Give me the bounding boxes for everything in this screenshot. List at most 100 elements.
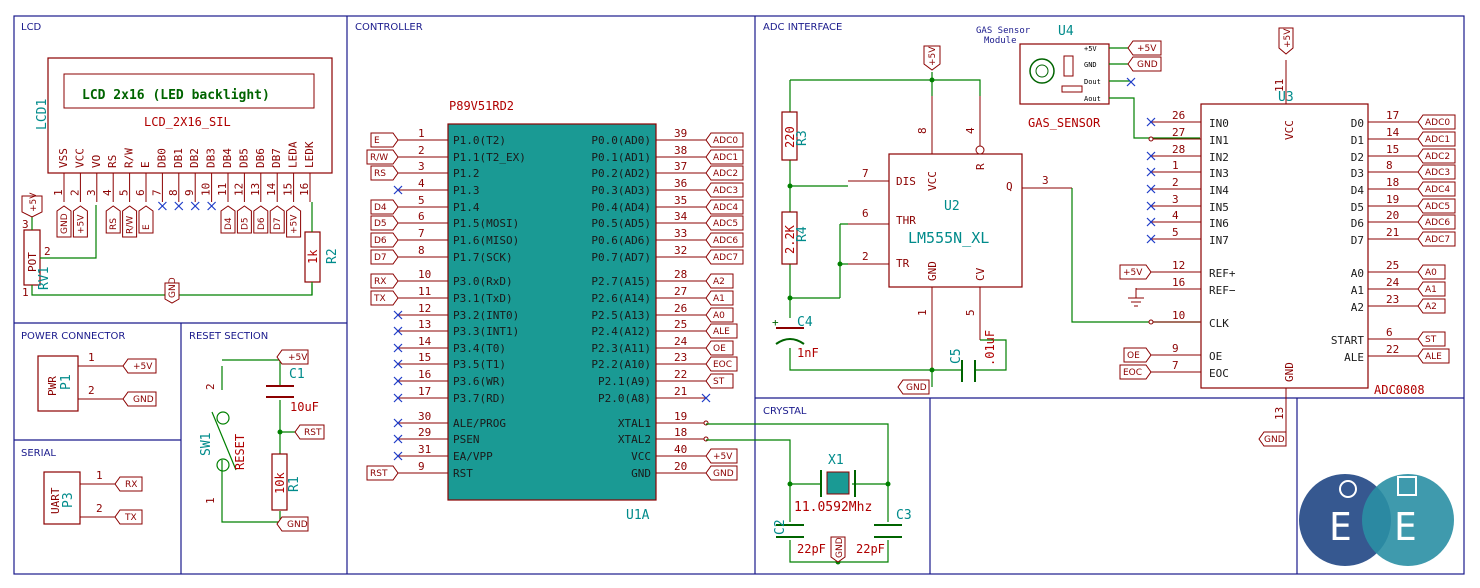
- mcu-pin-number: 2: [418, 144, 425, 157]
- adc-pin-name: REF+: [1209, 267, 1236, 280]
- adc-right-flag-label: A1: [1425, 285, 1437, 295]
- mcu-pin-name: ALE/PROG: [453, 417, 506, 430]
- mcu-left-flag-label: RST: [370, 469, 388, 479]
- adc-pin-number: 18: [1386, 176, 1399, 189]
- lcd-signal-flag-label: D7: [273, 217, 283, 230]
- mcu-right-flag-label: ADC0: [713, 136, 738, 146]
- adc-gnd-label: GND: [1283, 362, 1296, 382]
- mcu-pin-number: 5: [418, 194, 425, 207]
- lcd-signal-flag: [269, 205, 285, 234]
- mcu-pin-name: P0.7(AD7): [591, 251, 651, 264]
- adc-pin-junction: [1148, 136, 1154, 142]
- lcd-pin-number: 13: [249, 183, 262, 196]
- section-borders: [13, 15, 1465, 575]
- pot-pin-1: 1: [22, 286, 29, 299]
- mcu-left-flag-shape: [370, 249, 399, 265]
- sw1-pin-1: 1: [204, 497, 217, 504]
- mcu-pin-name: P0.6(AD6): [591, 234, 651, 247]
- adc-pin-number: 23: [1386, 293, 1399, 306]
- adc-pin-number: 16: [1172, 276, 1185, 289]
- lcd-pin-name: R/W: [123, 148, 136, 168]
- gas-pin-dout: Dout: [1084, 78, 1101, 86]
- mcu-pin-number: 19: [674, 410, 687, 423]
- u2-num-8: 8: [916, 127, 929, 134]
- lcd-pins: VSS1VCC2VO3RS4R/W5E6DB07DB18DB29DB310DB4…: [52, 141, 316, 211]
- lcd-screen-text: LCD 2x16 (LED backlight): [82, 88, 270, 103]
- mcu-pin-number: 1: [418, 127, 425, 140]
- adc-left-flag-label: OE: [1127, 351, 1140, 361]
- r3-value: 220: [783, 126, 797, 148]
- adc-right-flag-label: ADC0: [1425, 118, 1450, 128]
- reset-flag-rst: RST: [304, 428, 322, 438]
- mcu-right-flag-label: GND: [713, 469, 734, 479]
- lcd-signal-flag: [105, 205, 121, 234]
- no-connect-icon: [190, 201, 200, 211]
- mcu-value: P89V51RD2: [449, 99, 514, 113]
- logo-chip-icon: [1397, 476, 1417, 496]
- no-connect-icon: [393, 343, 403, 353]
- mcu-left-flag-label: E: [374, 136, 380, 146]
- timer-u2: U2 LM555N_XL DIS VCC R THR TR Q GND CV 7…: [772, 45, 1200, 395]
- lcd-pin-number: 1: [52, 189, 65, 196]
- mcu-pin-name: P0.1(AD1): [591, 151, 651, 164]
- mcu-right-flag-label: A1: [713, 294, 725, 304]
- u2-num-5: 5: [964, 309, 977, 316]
- sw1-label: RESET: [233, 434, 247, 470]
- c1-value: 10uF: [290, 400, 319, 414]
- p3-flag-tx: TX: [124, 513, 137, 523]
- logo-letter-right: E: [1394, 505, 1417, 549]
- lcd-pin-number: 16: [298, 183, 311, 196]
- mcu-pin-number: 35: [674, 194, 687, 207]
- mcu-right-flag-shape: [705, 356, 738, 372]
- no-connect-icon: [157, 201, 167, 211]
- adc-right-flag-shape: [1417, 348, 1450, 364]
- adc-pin-number: 4: [1172, 209, 1179, 222]
- power-connector-p1: PWR P1 1 2 +5V GND: [37, 351, 157, 412]
- mcu-pin-name: P2.2(A10): [591, 358, 651, 371]
- adc-pin-number: 5: [1172, 226, 1179, 239]
- adc-pin-number: 1: [1172, 159, 1179, 172]
- gas-pin-gnd: GND: [1084, 61, 1097, 69]
- lcd-pin-number: 14: [265, 182, 278, 196]
- reset-flag-gnd: GND: [287, 520, 308, 530]
- p1-flag-vcc: +5V: [133, 362, 153, 372]
- mcu-pin-name: P2.1(A9): [598, 375, 651, 388]
- mcu-pin-number: 4: [418, 177, 425, 190]
- mcu-pin-name: P2.6(A14): [591, 292, 651, 305]
- mcu-pin-number: 14: [418, 335, 432, 348]
- adc-left-flag-shape: [1119, 264, 1152, 280]
- r4-value: 2.2K: [783, 224, 797, 254]
- mcu-pin-number: 17: [418, 385, 431, 398]
- mcu-pin-name: P0.3(AD3): [591, 184, 651, 197]
- mcu-right-flag-shape: [705, 448, 738, 464]
- mcu-pin-name: P2.0(A8): [598, 392, 651, 405]
- lcd-signal-flag-label: D6: [257, 217, 267, 230]
- mcu-pin-number: 7: [418, 227, 425, 240]
- mcu-left-flag-shape: [370, 165, 399, 181]
- mcu-right-flag-label: EOC: [713, 360, 732, 370]
- mcu-pin-name: P3.5(T1): [453, 358, 506, 371]
- lcd-signal-flag-label: R/W: [126, 216, 136, 234]
- mcu-left-flag-label: TX: [373, 294, 386, 304]
- mcu-left-flag-shape: [366, 465, 399, 481]
- gas-ref: U4: [1058, 24, 1074, 39]
- lcd-pin-name: DB0: [155, 148, 168, 168]
- c5-value: .01uF: [983, 330, 997, 366]
- gas-flag-vcc: +5V: [1137, 44, 1157, 54]
- mcu-pin-number: 36: [674, 177, 687, 190]
- mcu-right-flag-shape: [705, 165, 744, 181]
- mcu-ref: U1A: [626, 508, 650, 523]
- u2-num-7: 7: [862, 167, 869, 180]
- mcu-pin-name: XTAL1: [618, 417, 651, 430]
- lcd-pin-number: 4: [101, 189, 114, 196]
- lcd-signal-flag-label: GND: [60, 213, 70, 234]
- mcu-pin-number: 3: [418, 160, 425, 173]
- mcu-pin-number: 16: [418, 368, 431, 381]
- mcu-pin-name: P3.2(INT0): [453, 309, 519, 322]
- lcd-value: LCD_2X16_SIL: [144, 115, 231, 129]
- u2-pin-dis: DIS: [896, 175, 916, 188]
- adc-pin-number: 8: [1386, 159, 1393, 172]
- crystal-gnd-flag: GND: [835, 537, 845, 558]
- mcu-pin-name: P2.5(A13): [591, 309, 651, 322]
